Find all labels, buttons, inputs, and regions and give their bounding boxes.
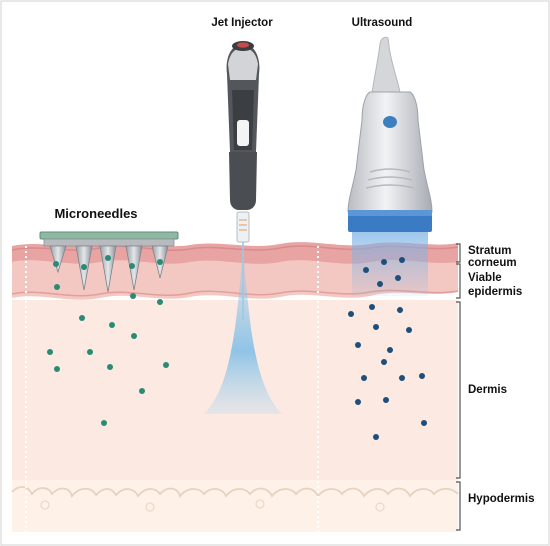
hypodermis-layer (12, 480, 458, 532)
ultrasound-field (352, 232, 428, 296)
label-stratum-corneum-line1: Stratum (468, 245, 511, 257)
ultrasound-probe (347, 36, 433, 296)
viable-epidermis-layer (12, 258, 458, 300)
jet-injector (204, 41, 282, 414)
label-hypodermis: Hypodermis (468, 493, 534, 505)
layer-brackets (456, 243, 461, 531)
label-viable-epidermis-line1: Viable (468, 272, 502, 284)
label-microneedles: Microneedles (54, 206, 137, 221)
label-viable-epidermis-line2: epidermis (468, 286, 522, 298)
stratum-corneum-layer (12, 242, 458, 264)
ultrasound-particles (348, 257, 427, 440)
label-jet-injector: Jet Injector (211, 17, 273, 29)
label-dermis: Dermis (468, 384, 507, 396)
jet-stream (204, 256, 282, 414)
label-ultrasound: Ultrasound (352, 17, 413, 29)
microneedle-particles (47, 255, 169, 426)
label-stratum-corneum-line2: corneum (468, 257, 517, 269)
